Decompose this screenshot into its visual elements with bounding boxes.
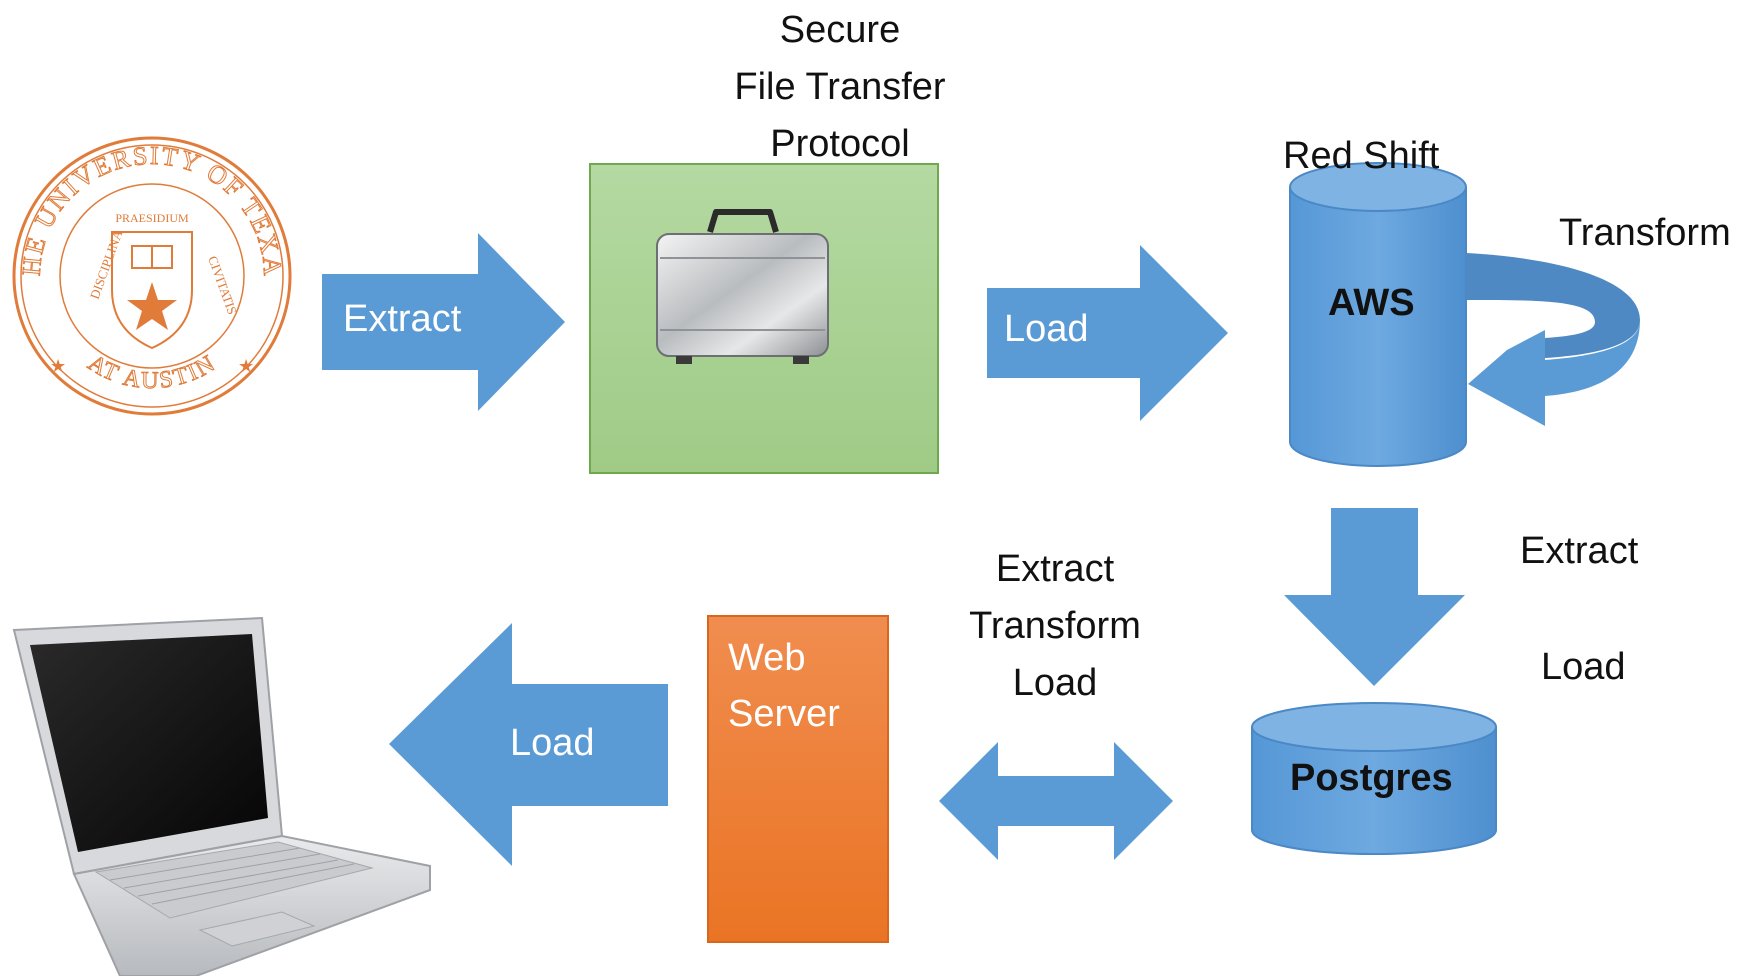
sftp-title-line1: Secure [779, 9, 901, 51]
briefcase-icon [656, 209, 829, 364]
extract-arrow [322, 233, 565, 411]
aws-redshift-cylinder [1289, 162, 1467, 467]
web-server-label: Web Server [728, 630, 840, 742]
etl-label: Extract Transform Load [940, 541, 1170, 712]
load-label-top: Load [1004, 308, 1089, 350]
laptop-icon [12, 616, 431, 976]
aws-label: AWS [1328, 282, 1415, 324]
postgres-label: Postgres [1290, 757, 1453, 799]
transform-label: Transform [1559, 212, 1731, 254]
svg-text:★: ★ [50, 356, 66, 376]
seal-right-text: CIVITATIS [205, 254, 240, 317]
extract-label-right: Extract [1520, 530, 1639, 572]
seal-bottom-text: AT AUSTIN [83, 350, 221, 394]
redshift-label: Red Shift [1283, 135, 1440, 177]
seal-banner-text: PRAESIDIUM [115, 211, 189, 225]
extract-label: Extract [343, 298, 462, 340]
load-label-bottom: Load [510, 722, 595, 764]
sftp-title-line2: File Transfer [734, 66, 946, 108]
web-server-box [707, 615, 889, 943]
etl-line3: Load [1012, 662, 1098, 704]
etl-double-arrow [939, 742, 1173, 860]
sftp-box [589, 163, 939, 474]
transform-loop-arrow [1466, 253, 1640, 426]
extract-load-down-arrow [1284, 508, 1465, 686]
web-server-line2: Server [728, 693, 840, 735]
load-arrow-bottom [389, 623, 668, 866]
svg-text:★: ★ [238, 356, 254, 376]
postgres-cylinder [1251, 702, 1497, 855]
etl-line1: Extract [995, 548, 1115, 590]
seal-left-text: DISCIPLINA [87, 227, 126, 301]
sftp-title-line3: Protocol [770, 123, 910, 165]
university-seal: THE UNIVERSITY OF TEXAS AT AUSTIN DISCIP… [0, 0, 292, 416]
load-arrow-top [987, 245, 1228, 421]
load-label-right: Load [1541, 646, 1626, 688]
web-server-line1: Web [728, 637, 806, 679]
etl-line2: Transform [969, 605, 1141, 647]
sftp-title: Secure File Transfer Protocol [700, 2, 980, 173]
